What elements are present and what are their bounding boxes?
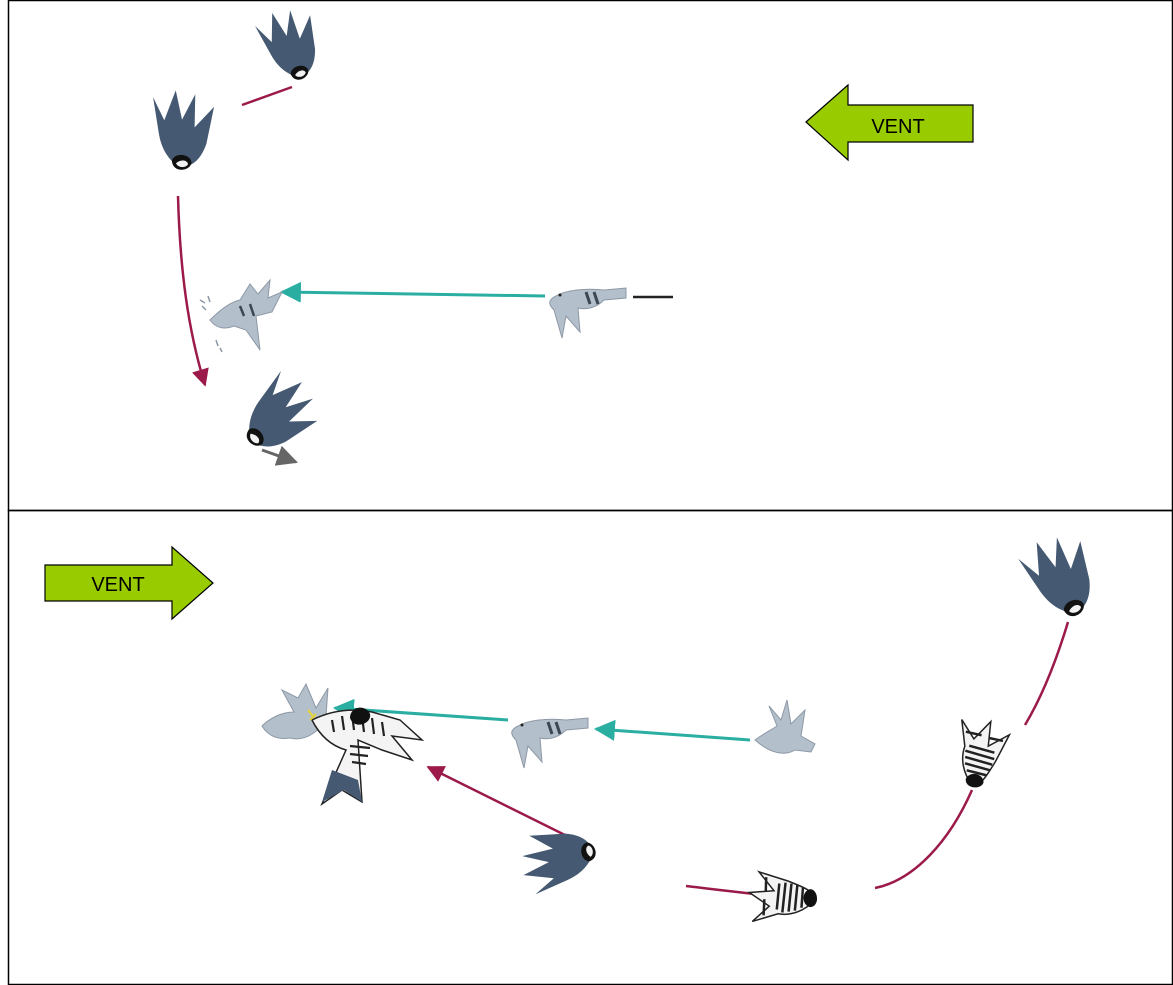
falcon-path-arrow [426, 765, 576, 842]
falcon-icon [146, 88, 216, 173]
falcon-path-arrow [176, 195, 209, 387]
pigeon-icon [510, 716, 590, 770]
pigeon-icon [548, 286, 628, 340]
pigeon-icon [754, 699, 816, 754]
wind-label-bottom: VENT [91, 574, 144, 596]
falcon-icon [227, 365, 328, 464]
pigeon-hit-icon [199, 278, 284, 353]
wind-arrow-left: VENT [805, 83, 974, 162]
panel-top-border [7, 0, 1173, 512]
pigeon-path-arrow [279, 281, 546, 303]
falcon-path [874, 789, 974, 890]
falcon-striped-icon [940, 710, 1013, 795]
falcon-with-pigeon-icon [261, 682, 425, 807]
falcon-striped-icon [743, 869, 822, 934]
panel-bottom: VENT [44, 528, 1104, 934]
falcon-path [241, 85, 293, 107]
wind-arrow-right: VENT [44, 545, 214, 621]
pigeon-path-arrow [593, 719, 751, 742]
wind-label-top: VENT [871, 116, 924, 138]
falcon-icon [252, 3, 326, 88]
escape-arrow [261, 445, 298, 466]
falcon-icon [1015, 528, 1104, 628]
falcon-path [1023, 621, 1070, 726]
panel-top: VENT [146, 3, 974, 466]
falcon-icon [516, 824, 602, 896]
